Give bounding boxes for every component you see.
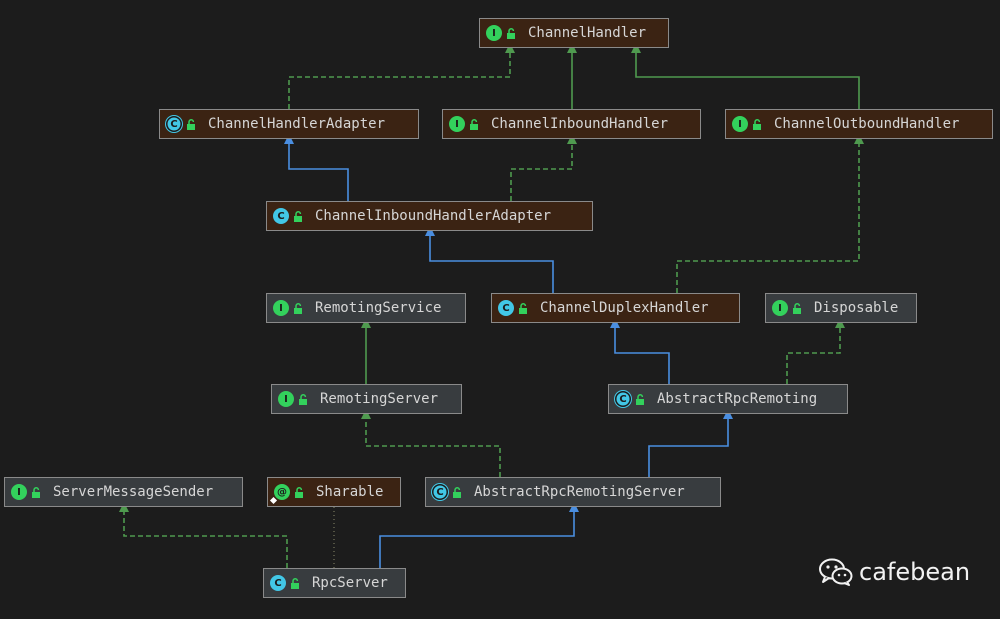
- edge-abstract-rpc-remoting-server-implements-remoting-server: [361, 409, 501, 477]
- wechat-icon: [819, 558, 853, 586]
- lock-open-icon: [291, 577, 299, 589]
- lock-open-icon: [299, 393, 307, 405]
- node-label: AbstractRpcRemoting: [657, 391, 818, 407]
- interface-icon: I: [11, 484, 27, 500]
- edge-rpc-server-implements-server-message-sender: [119, 502, 288, 568]
- edge-abstract-rpc-remoting-implements-disposable: [786, 318, 845, 384]
- edge-channel-duplex-handler-implements-channel-outbound-handler: [676, 134, 864, 293]
- edge-abstract-rpc-remoting-server-extends-abstract-rpc-remoting: [648, 409, 733, 477]
- interface-icon: I: [732, 116, 748, 132]
- class-icon: C: [273, 208, 289, 224]
- node-label: ChannelHandlerAdapter: [208, 116, 386, 132]
- node-label: ChannelDuplexHandler: [540, 300, 709, 316]
- watermark-text: cafebean: [859, 558, 971, 586]
- node-channel-handler-adapter[interactable]: C ChannelHandlerAdapter: [159, 109, 419, 139]
- edge-rpc-server-extends-abstract-rpc-remoting-server: [379, 502, 579, 568]
- node-label: ChannelHandler: [528, 25, 647, 41]
- lock-open-icon: [793, 302, 801, 314]
- node-disposable[interactable]: I Disposable: [765, 293, 917, 323]
- node-abstract-rpc-remoting-server[interactable]: C AbstractRpcRemotingServer: [425, 477, 721, 507]
- abstract-class-icon: C: [615, 391, 631, 407]
- node-abstract-rpc-remoting[interactable]: C AbstractRpcRemoting: [608, 384, 848, 414]
- node-channel-duplex-handler[interactable]: C ChannelDuplexHandler: [491, 293, 740, 323]
- interface-icon: I: [273, 300, 289, 316]
- lock-open-icon: [507, 27, 515, 39]
- node-label: AbstractRpcRemotingServer: [474, 484, 685, 500]
- node-sharable[interactable]: @ Sharable: [267, 477, 401, 507]
- node-remoting-service[interactable]: I RemotingService: [266, 293, 466, 323]
- lock-open-icon: [32, 486, 40, 498]
- edge-channel-inbound-handler-adapter-extends-channel-handler-adapter: [284, 134, 349, 201]
- class-icon: C: [498, 300, 514, 316]
- node-channel-inbound-handler-adapter[interactable]: C ChannelInboundHandlerAdapter: [266, 201, 593, 231]
- edge-abstract-rpc-remoting-extends-channel-duplex-handler: [610, 318, 670, 384]
- lock-open-icon: [753, 118, 761, 130]
- class-icon: C: [270, 575, 286, 591]
- node-label: Disposable: [814, 300, 899, 316]
- edge-channel-outbound-handler-extends-interface-channel-handler: [631, 43, 860, 109]
- node-channel-inbound-handler[interactable]: I ChannelInboundHandler: [442, 109, 701, 139]
- node-channel-outbound-handler[interactable]: I ChannelOutboundHandler: [725, 109, 993, 139]
- interface-icon: I: [772, 300, 788, 316]
- node-label: RemotingService: [315, 300, 442, 316]
- abstract-class-icon: C: [166, 116, 182, 132]
- abstract-class-icon: C: [432, 484, 448, 500]
- node-rpc-server[interactable]: C RpcServer: [263, 568, 406, 598]
- lock-open-icon: [470, 118, 478, 130]
- node-server-message-sender[interactable]: I ServerMessageSender: [4, 477, 243, 507]
- lock-open-icon: [519, 302, 527, 314]
- node-label: Sharable: [316, 484, 384, 500]
- node-label: RemotingServer: [320, 391, 439, 407]
- watermark: cafebean: [819, 558, 970, 586]
- lock-open-icon: [294, 210, 302, 222]
- node-channel-handler[interactable]: I ChannelHandler: [479, 18, 669, 48]
- interface-icon: I: [278, 391, 294, 407]
- lock-open-icon: [636, 393, 644, 405]
- lock-open-icon: [187, 118, 195, 130]
- node-label: ServerMessageSender: [53, 484, 214, 500]
- node-label: ChannelInboundHandlerAdapter: [315, 208, 552, 224]
- edge-channel-inbound-handler-adapter-implements-channel-inbound-handler: [510, 134, 577, 201]
- interface-icon: I: [486, 25, 502, 41]
- interface-icon: I: [449, 116, 465, 132]
- node-label: RpcServer: [312, 575, 388, 591]
- lock-open-icon: [453, 486, 461, 498]
- lock-open-icon: [294, 302, 302, 314]
- annotation-icon: @: [269, 484, 290, 505]
- edge-channel-handler-adapter-implements-channel-handler: [288, 43, 515, 109]
- node-remoting-server[interactable]: I RemotingServer: [271, 384, 462, 414]
- node-label: ChannelOutboundHandler: [774, 116, 960, 132]
- annotation-symbol: @: [277, 486, 287, 498]
- pin-icon: [269, 496, 278, 505]
- node-label: ChannelInboundHandler: [491, 116, 669, 132]
- lock-open-icon: [295, 486, 303, 498]
- edge-channel-duplex-handler-extends-channel-inbound-handler-adapter: [425, 226, 554, 293]
